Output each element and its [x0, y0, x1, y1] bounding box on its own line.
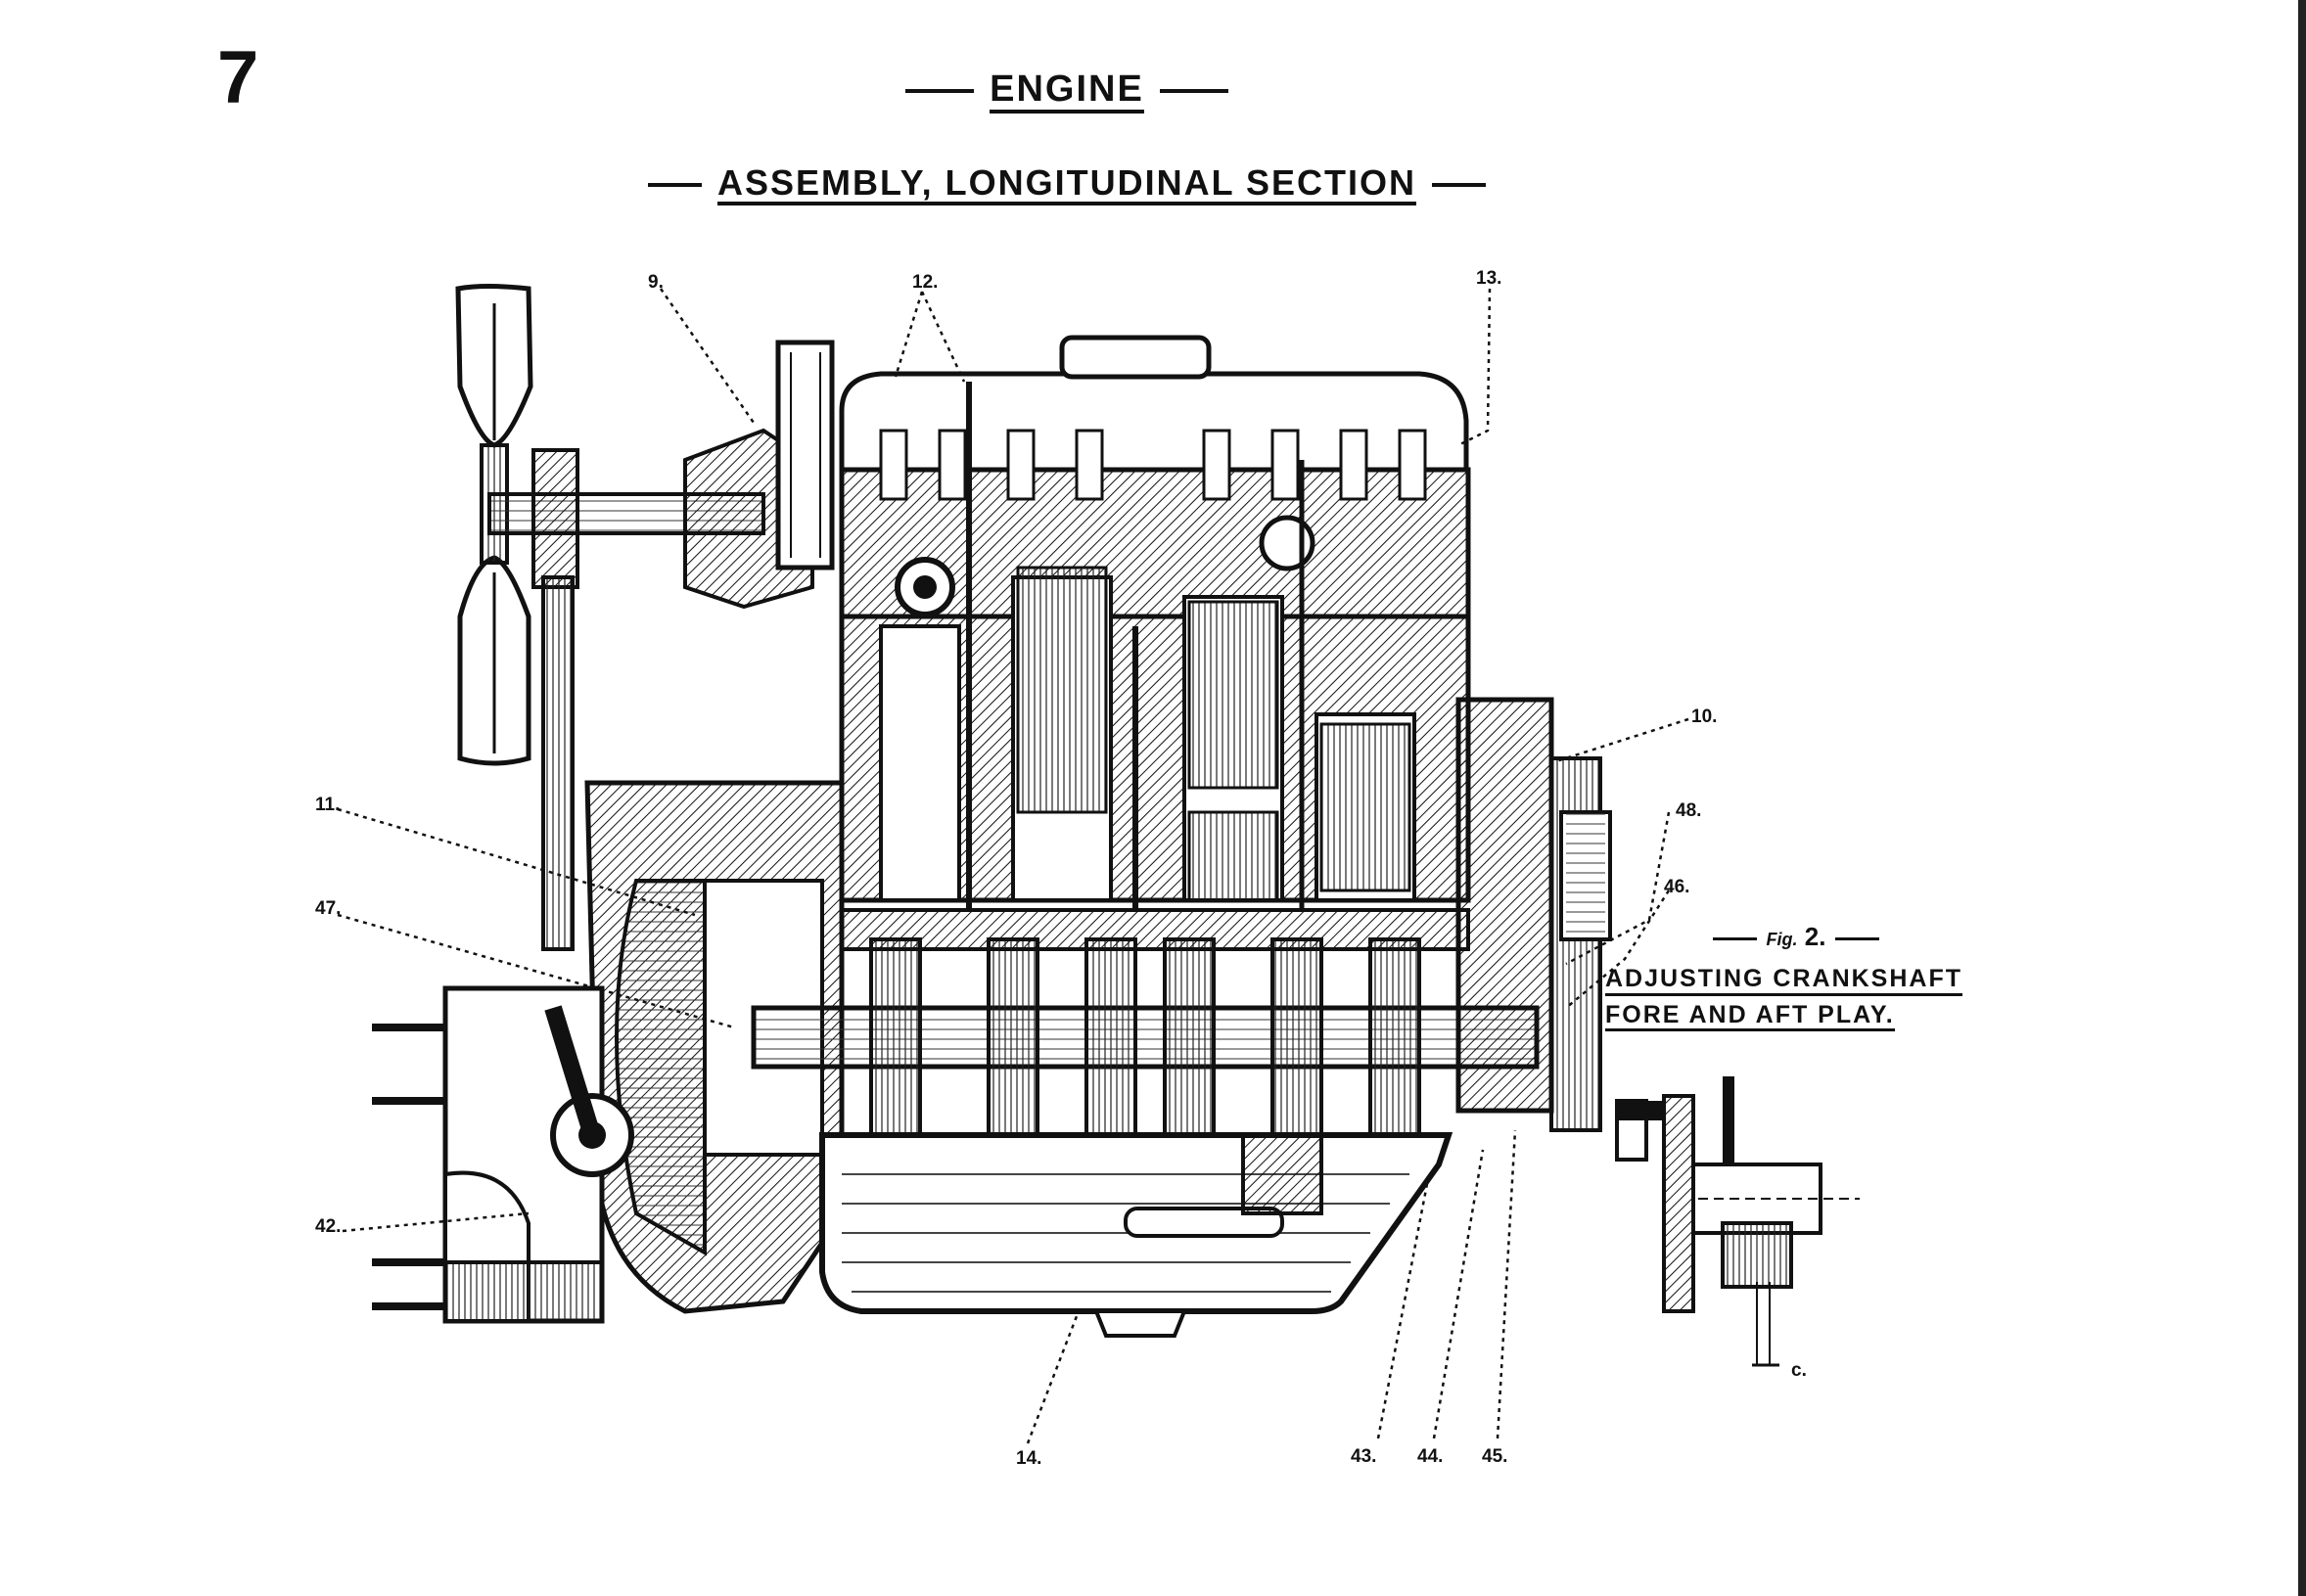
page-number: 7 [217, 36, 259, 119]
callout-48: 48. [1676, 800, 1702, 821]
callout-c: c. [1791, 1360, 1807, 1381]
figure-2-detail [1615, 1076, 1860, 1367]
crankshaft [751, 908, 1540, 1137]
callout-13: 13. [1476, 268, 1502, 289]
title-dash-left [905, 88, 975, 93]
figure-2-number: Fig. 2. [1605, 922, 1987, 952]
callout-46: 46. [1664, 877, 1690, 897]
subtitle-dash-left [647, 183, 702, 188]
callout-43: 43. [1351, 1446, 1377, 1467]
page-title: ENGINE [0, 68, 2134, 114]
callout-42: 42. [315, 1216, 342, 1237]
title-dash-right [1159, 88, 1228, 93]
page-subtitle: ASSEMBLY, LONGITUDINAL SECTION [0, 162, 2134, 205]
fig-dash-left [1712, 936, 1757, 940]
water-pump [487, 340, 835, 951]
title-text: ENGINE [990, 69, 1144, 114]
callout-12: 12. [912, 272, 939, 293]
cylinder-block [839, 382, 1471, 910]
callout-14: 14. [1016, 1448, 1042, 1469]
callout-11: 11. [315, 795, 341, 815]
bell-housing [372, 985, 634, 1324]
fig-dash-right [1835, 936, 1880, 940]
callout-44: 44. [1417, 1446, 1444, 1467]
cylinder-head [839, 335, 1471, 619]
figure-caption-line-2: FORE AND AFT PLAY. [1605, 1001, 1895, 1031]
page-edge [2298, 0, 2306, 1596]
callout-47: 47. [315, 898, 342, 919]
callout-10: 10. [1691, 707, 1718, 727]
callout-9: 9. [648, 272, 664, 293]
oil-sump [819, 1132, 1453, 1338]
subtitle-text: ASSEMBLY, LONGITUDINAL SECTION [716, 164, 1417, 205]
figure-label: Fig. [1766, 930, 1798, 949]
figure-caption-line-1: ADJUSTING CRANKSHAFT [1605, 965, 1962, 996]
callout-45: 45. [1482, 1446, 1508, 1467]
figure-number: 2. [1804, 922, 1826, 951]
figure-2-caption: Fig. 2. ADJUSTING CRANKSHAFT FORE AND AF… [1605, 922, 1987, 1037]
rear-main-bearing [1455, 697, 1612, 1132]
fan [455, 284, 533, 766]
callout-leaders [337, 288, 1689, 1444]
subtitle-dash-right [1432, 183, 1487, 188]
